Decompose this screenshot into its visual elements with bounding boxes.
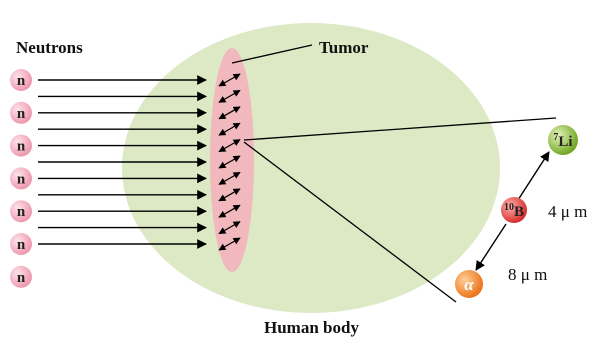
lithium-particle: 7Li [548,125,578,155]
human-body-shape [122,23,500,313]
neutron-ball: n [10,233,32,255]
alpha-symbol: α [464,275,474,294]
boron-to-lithium-arrow [518,152,549,200]
boron-mass-number: 10 [504,202,514,213]
neutron-ball: n [10,167,32,189]
neutron-symbol: n [17,106,26,122]
neutron-symbol: n [17,270,26,286]
neutron-symbol: n [17,139,26,155]
neutron-ball: n [10,200,32,222]
boron-symbol: B [514,204,524,220]
human-body-label: Human body [264,318,359,337]
lithium-symbol: Li [558,134,572,150]
neutron-symbol: n [17,237,26,253]
tumor-label: Tumor [319,38,369,57]
neutron-ball: n [10,266,32,288]
distance-label-top: 4 μ m [548,202,587,221]
neutron-symbol: n [17,171,26,187]
neutron-symbol: n [17,204,26,220]
neutron-ball: n [10,102,32,124]
distance-label-bottom: 8 μ m [508,265,547,284]
alpha-particle: α [455,270,483,298]
neutrons-label: Neutrons [16,38,83,57]
boron-particle: 10B [501,197,527,223]
neutron-symbol: n [17,73,26,89]
neutron-ball: n [10,69,32,91]
neutron-ball: n [10,135,32,157]
